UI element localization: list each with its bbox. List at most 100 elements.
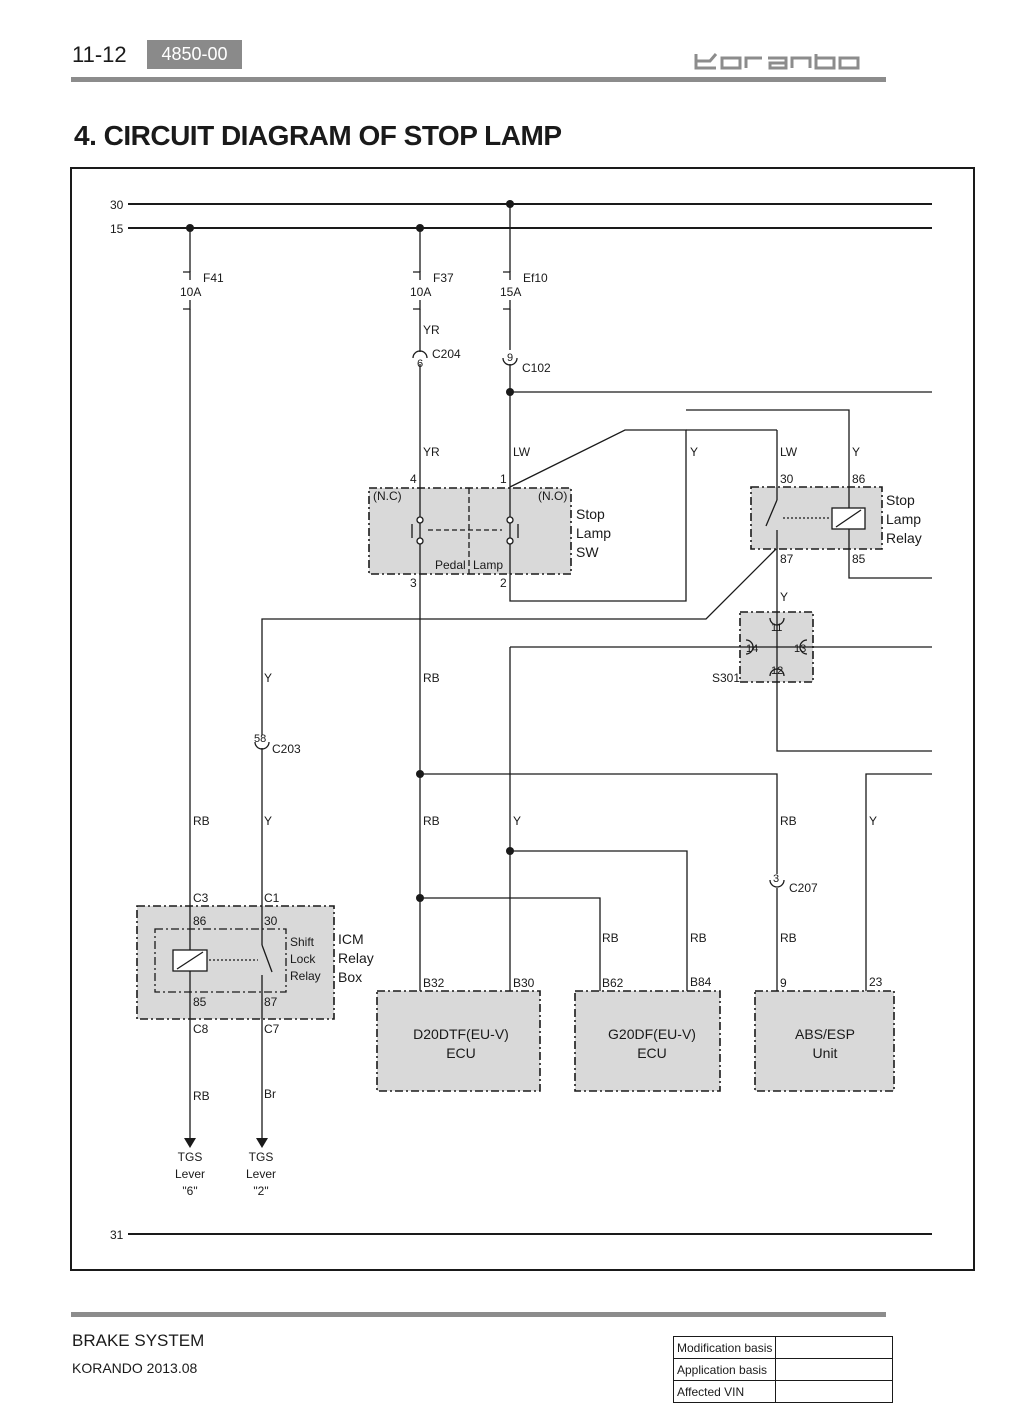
- diagram-frame: [70, 167, 975, 1271]
- abs-esp-unit-box: [754, 990, 895, 1092]
- page-title: 4. CIRCUIT DIAGRAM OF STOP LAMP: [74, 120, 562, 151]
- wire-label: RB: [690, 931, 707, 945]
- fuse-f41-name: F41: [203, 271, 224, 285]
- s301-pin: 14: [746, 643, 758, 655]
- sw-name-line: Lamp: [576, 525, 611, 541]
- sw-pedal-label: Pedal: [435, 558, 466, 572]
- connector-c207-name: C207: [789, 881, 818, 895]
- rail-30-label: 30: [110, 198, 124, 212]
- fuse-f37-name: F37: [433, 271, 454, 285]
- connector-c207-pin: 3: [773, 873, 779, 885]
- korando-logo: [694, 53, 860, 70]
- s301-name: S301: [712, 671, 740, 685]
- g20df-ecu-box: [574, 990, 721, 1092]
- wire-label: Y: [264, 671, 272, 685]
- connector-c204-name: C204: [432, 347, 461, 361]
- icm-pin: 87: [264, 995, 278, 1009]
- wire-label: Y: [852, 445, 860, 459]
- circuit-diagram: 30 15 31 F41 10A F37 10A Ef10 15A YR C20…: [110, 198, 932, 1242]
- ecu1-pin: B32: [423, 976, 445, 990]
- s301-pin: 11: [771, 622, 782, 634]
- abs-pin: 23: [869, 975, 883, 989]
- tgs-right-line: "2": [253, 1184, 268, 1198]
- icm-name-line: ICM: [338, 931, 364, 947]
- wire-label: RB: [602, 931, 619, 945]
- s301-splice: [739, 611, 814, 683]
- icm-name-line: Box: [338, 969, 362, 985]
- tgs-right-line: Lever: [246, 1167, 276, 1181]
- table-cell-value: [775, 1358, 894, 1381]
- relay-pin: 85: [852, 552, 866, 566]
- icm-name-line: Relay: [338, 950, 374, 966]
- sw-nc-label: (N.C): [373, 489, 402, 503]
- table-cell-value: [775, 1380, 894, 1403]
- wire-label: YR: [423, 323, 440, 337]
- ecu2-pin: B62: [602, 976, 624, 990]
- stop-lamp-switch: [368, 487, 572, 575]
- sw-lamp-label: Lamp: [473, 558, 503, 572]
- abs-name-line: Unit: [813, 1045, 838, 1061]
- relay-pin: 30: [780, 472, 794, 486]
- abs-name-line: ABS/ESP: [795, 1026, 855, 1042]
- connector-c102-name: C102: [522, 361, 551, 375]
- wire-label: RB: [193, 1089, 210, 1103]
- icm-pin: 86: [193, 914, 207, 928]
- tgs-left-line: Lever: [175, 1167, 205, 1181]
- ecu2-name-line: G20DF(EU-V): [608, 1026, 696, 1042]
- footer-rule: [71, 1312, 886, 1317]
- sw-pin: 3: [410, 576, 417, 590]
- relay-pin: 87: [780, 552, 794, 566]
- icm-conn: C8: [193, 1022, 209, 1036]
- icm-pin: 85: [193, 995, 207, 1009]
- table-row: Modification basis: [672, 1336, 894, 1359]
- sw-no-label: (N.O): [538, 489, 567, 503]
- connector-c204-pin: 6: [417, 358, 423, 370]
- sw-name-line: SW: [576, 544, 599, 560]
- wire-label: RB: [780, 814, 797, 828]
- ecu2-pin: B84: [690, 975, 712, 989]
- fuse-ef10-name: Ef10: [523, 271, 548, 285]
- footer-section-title: BRAKE SYSTEM: [72, 1331, 205, 1350]
- table-cell-label: Modification basis: [672, 1336, 777, 1359]
- shift-lock-relay-line: Shift: [290, 935, 315, 949]
- wire-label: Y: [690, 445, 698, 459]
- ecu1-name-line: D20DTF(EU-V): [413, 1026, 509, 1042]
- sw-pin: 2: [500, 576, 507, 590]
- wire-label: RB: [423, 671, 440, 685]
- table-row: Application basis: [672, 1358, 894, 1381]
- icm-conn: C1: [264, 891, 280, 905]
- connector-c203-name: C203: [272, 742, 301, 756]
- wire-label: LW: [780, 445, 798, 459]
- sw-pin: 1: [500, 472, 507, 486]
- table-cell-label: Affected VIN: [672, 1380, 777, 1403]
- table-cell-label: Application basis: [672, 1358, 777, 1381]
- wire-label: RB: [193, 814, 210, 828]
- wire-label: LW: [513, 445, 531, 459]
- fuse-ef10-rating: 15A: [500, 285, 521, 299]
- wire-label: Y: [780, 590, 788, 604]
- tgs-right-line: TGS: [249, 1150, 274, 1164]
- wire-label: RB: [423, 814, 440, 828]
- page-number: 11-12: [72, 42, 127, 67]
- s301-pin: 13: [794, 643, 806, 655]
- shift-lock-relay-line: Lock: [290, 952, 316, 966]
- relay-name-line: Relay: [886, 530, 922, 546]
- abs-pin: 9: [780, 976, 787, 990]
- shift-lock-relay-line: Relay: [290, 969, 321, 983]
- wire-label: RB: [780, 931, 797, 945]
- wire-label: YR: [423, 445, 440, 459]
- connector-c102-pin: 9: [507, 352, 513, 364]
- icm-conn: C7: [264, 1022, 280, 1036]
- footer-model: KORANDO 2013.08: [72, 1360, 198, 1376]
- wire-label: Y: [869, 814, 877, 828]
- tgs-left-line: "6": [182, 1184, 197, 1198]
- wire-label: Y: [264, 814, 272, 828]
- stop-lamp-relay: [750, 486, 883, 550]
- s301-pin: 12: [771, 665, 783, 677]
- ecu2-name-line: ECU: [637, 1045, 667, 1061]
- tgs-left-line: TGS: [178, 1150, 203, 1164]
- rail-15-label: 15: [110, 222, 124, 236]
- doc-code-badge: 4850-00: [147, 40, 242, 69]
- relay-name-line: Lamp: [886, 511, 921, 527]
- header-rule: [71, 77, 886, 82]
